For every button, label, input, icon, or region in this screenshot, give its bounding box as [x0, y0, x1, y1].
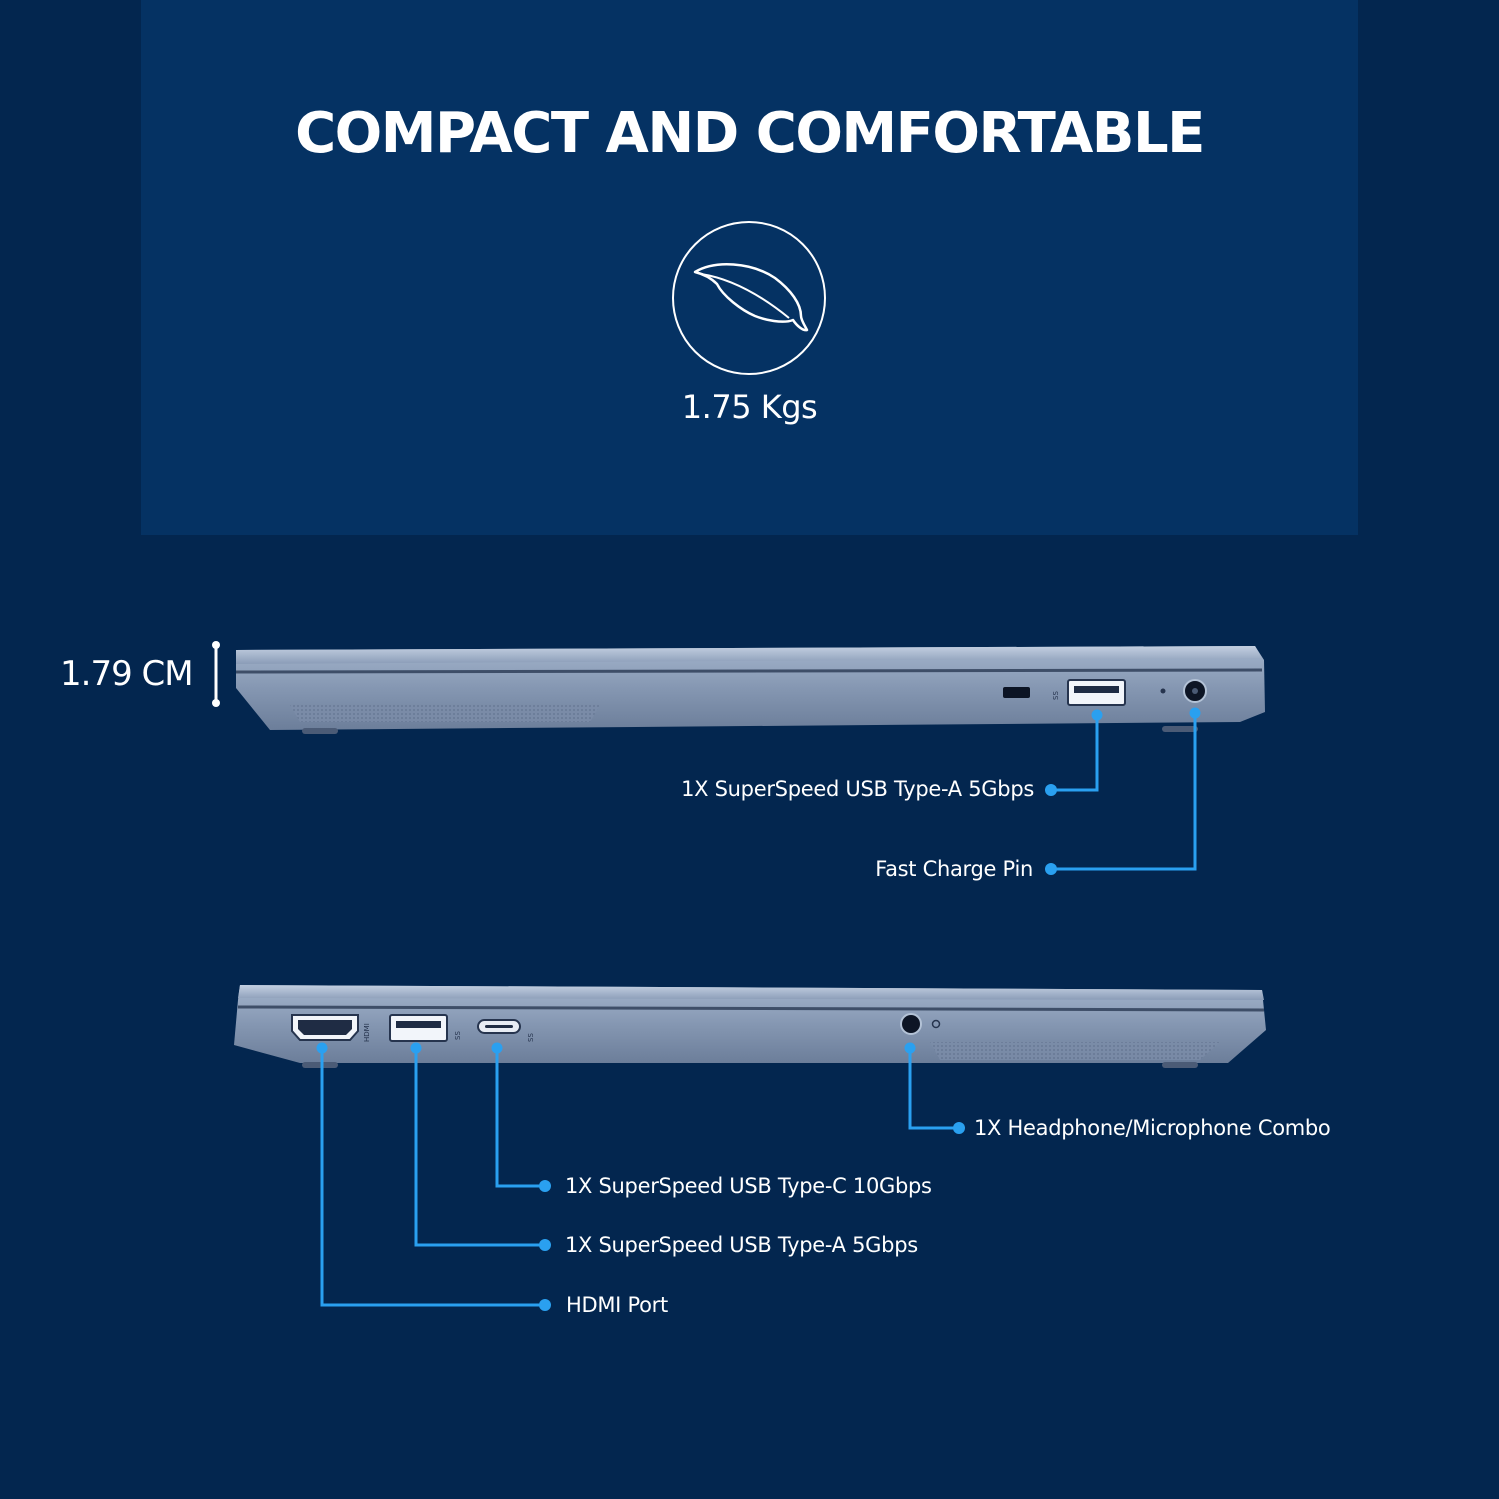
svg-text:SS: SS [1052, 691, 1060, 700]
lock-slot-icon [1003, 687, 1030, 698]
weight-value: 1.75 Kgs [681, 388, 818, 426]
svg-text:HDMI: HDMI [363, 1023, 371, 1042]
callout-lines [320, 713, 1197, 1307]
port-label-hdmi: HDMI Port [566, 1293, 668, 1317]
svg-text:SS: SS [454, 1031, 462, 1040]
callout-dots [316, 707, 1201, 1311]
port-label-audio-combo: 1X Headphone/Microphone Combo [974, 1116, 1331, 1140]
port-label-usb-a-right: 1X SuperSpeed USB Type-A 5Gbps [681, 777, 1034, 801]
laptop-left-side: HDMI SS SS [234, 985, 1266, 1068]
audio-jack-icon [900, 1013, 922, 1035]
feather-icon [672, 221, 826, 375]
laptop-right-side: SS [235, 646, 1265, 734]
dimension-bar-icon [212, 641, 220, 707]
thickness-value: 1.79 CM [60, 654, 194, 694]
port-label-fast-charge: Fast Charge Pin [875, 857, 1033, 881]
page-title: COMPACT AND COMFORTABLE [295, 101, 1205, 166]
port-label-usb-c: 1X SuperSpeed USB Type-C 10Gbps [565, 1174, 932, 1198]
svg-text:SS: SS [527, 1033, 535, 1042]
port-label-usb-a-left: 1X SuperSpeed USB Type-A 5Gbps [565, 1233, 918, 1257]
